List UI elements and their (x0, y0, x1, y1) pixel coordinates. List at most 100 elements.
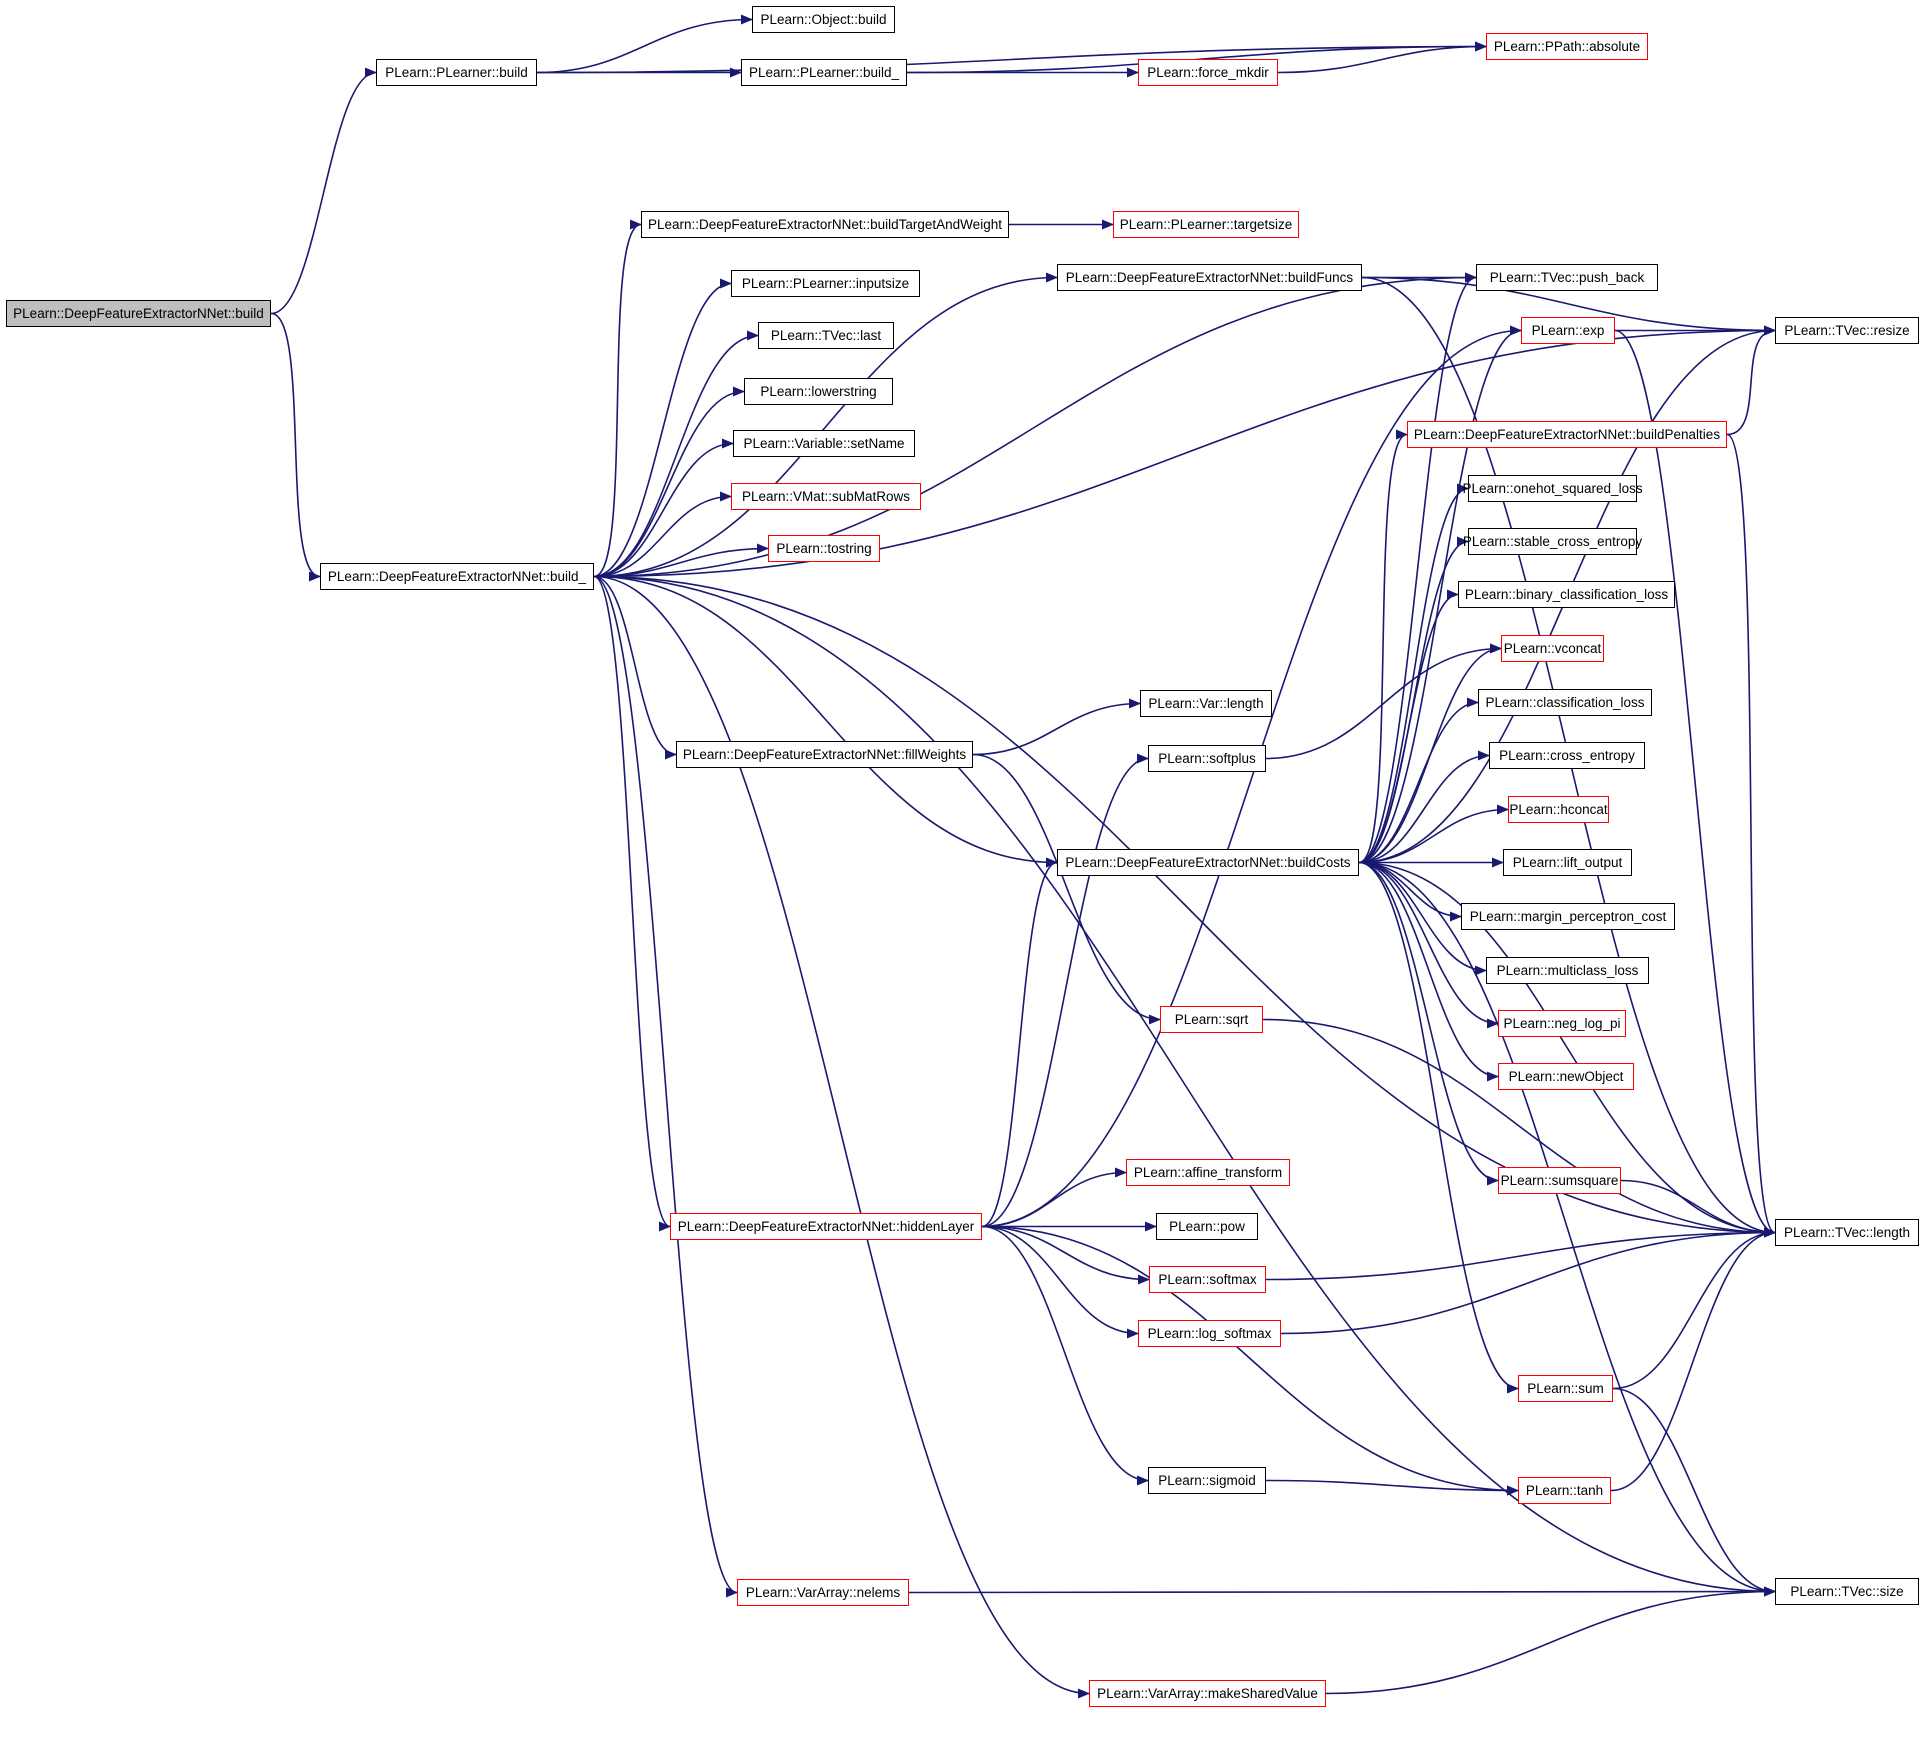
graph-node[interactable]: PLearn::DeepFeatureExtractorNNet::build (6, 300, 271, 327)
graph-edge (1614, 329, 1776, 1238)
graph-edge (1358, 861, 1776, 1238)
graph-edge (1358, 429, 1408, 864)
graph-edge (1726, 433, 1776, 1238)
graph-edge (1265, 643, 1502, 760)
graph-node[interactable]: PLearn::VarArray::nelems (737, 1579, 909, 1606)
graph-edge (1358, 483, 1469, 864)
graph-node[interactable]: PLearn::DeepFeatureExtractorNNet::buildP… (1407, 421, 1727, 448)
graph-node[interactable]: PLearn::sumsquare (1498, 1167, 1621, 1194)
graph-node[interactable]: PLearn::margin_perceptron_cost (1461, 903, 1675, 930)
graph-node[interactable]: PLearn::sigmoid (1148, 1467, 1266, 1494)
graph-edge (593, 272, 1058, 578)
graph-node[interactable]: PLearn::DeepFeatureExtractorNNet::fillWe… (676, 741, 973, 768)
graph-node[interactable]: PLearn::vconcat (1501, 635, 1604, 662)
graph-edge (1358, 861, 1519, 1394)
graph-edge (1358, 861, 1499, 1082)
graph-edge (593, 330, 759, 578)
graph-node[interactable]: PLearn::PLearner::targetsize (1113, 211, 1299, 238)
graph-node[interactable]: PLearn::multiclass_loss (1486, 957, 1649, 984)
graph-edge (1361, 276, 1776, 336)
graph-node[interactable]: PLearn::softplus (1148, 745, 1266, 772)
graph-node[interactable]: PLearn::TVec::length (1775, 1219, 1919, 1246)
graph-edge (1358, 861, 1499, 1186)
graph-edge (908, 1586, 1776, 1597)
graph-edge (1358, 589, 1459, 864)
graph-edge (981, 1225, 1149, 1486)
graph-edge (593, 543, 769, 578)
graph-edge (1265, 1479, 1519, 1496)
graph-node[interactable]: PLearn::affine_transform (1126, 1159, 1290, 1186)
graph-node[interactable]: PLearn::hconcat (1508, 796, 1609, 823)
graph-edge (981, 1225, 1150, 1285)
graph-edge (593, 278, 732, 578)
graph-edge (1726, 325, 1776, 436)
graph-edge (1358, 272, 1477, 864)
graph-node[interactable]: PLearn::lift_output (1503, 849, 1632, 876)
graph-node[interactable]: PLearn::VarArray::makeSharedValue (1089, 1680, 1326, 1707)
graph-edge (1612, 1387, 1776, 1597)
graph-edge (593, 575, 677, 760)
graph-edge (1358, 861, 1487, 976)
graph-node[interactable]: PLearn::DeepFeatureExtractorNNet::hidden… (670, 1213, 982, 1240)
graph-edge (1265, 1227, 1776, 1281)
graph-edge (1262, 1018, 1776, 1238)
graph-edge (593, 575, 1058, 868)
graph-node[interactable]: PLearn::VMat::subMatRows (731, 483, 921, 510)
graph-node[interactable]: PLearn::stable_cross_entropy (1463, 528, 1642, 555)
graph-node[interactable]: PLearn::PLearner::build (376, 59, 537, 86)
graph-edge (1358, 861, 1499, 1029)
graph-node[interactable]: PLearn::DeepFeatureExtractorNNet::build_ (320, 563, 594, 590)
graph-edge (1358, 861, 1776, 1597)
graph-edge (593, 438, 734, 578)
graph-edge (981, 325, 1522, 1228)
graph-node[interactable]: PLearn::DeepFeatureExtractorNNet::buildC… (1057, 849, 1359, 876)
graph-node[interactable]: PLearn::tanh (1518, 1477, 1611, 1504)
graph-node[interactable]: PLearn::neg_log_pi (1498, 1010, 1626, 1037)
graph-node[interactable]: PLearn::newObject (1498, 1063, 1634, 1090)
graph-edge (536, 14, 753, 74)
graph-node[interactable]: PLearn::PLearner::inputsize (731, 270, 920, 297)
graph-node[interactable]: PLearn::onehot_squared_loss (1462, 475, 1643, 502)
graph-edge (1612, 1227, 1776, 1390)
graph-node[interactable]: PLearn::sqrt (1160, 1006, 1263, 1033)
graph-edge (1325, 1586, 1776, 1695)
graph-node[interactable]: PLearn::softmax (1149, 1266, 1266, 1293)
graph-edge (536, 41, 1487, 74)
graph-edge (972, 698, 1141, 756)
graph-node[interactable]: PLearn::lowerstring (744, 378, 893, 405)
graph-edge (593, 219, 642, 578)
graph-edge (1358, 750, 1490, 864)
graph-edge (593, 575, 1776, 1597)
graph-node[interactable]: PLearn::Object::build (752, 6, 895, 33)
graph-node[interactable]: PLearn::pow (1156, 1213, 1258, 1240)
graph-node[interactable]: PLearn::PLearner::build_ (741, 59, 907, 86)
graph-node[interactable]: PLearn::DeepFeatureExtractorNNet::buildF… (1057, 264, 1362, 291)
graph-edge (981, 1225, 1139, 1339)
graph-node[interactable]: PLearn::TVec::resize (1775, 317, 1919, 344)
graph-node[interactable]: PLearn::TVec::last (758, 322, 894, 349)
graph-edge (1620, 1179, 1776, 1238)
graph-edge (593, 272, 1477, 578)
graph-edge (1280, 1227, 1776, 1335)
graph-edge (1358, 697, 1479, 864)
graph-node[interactable]: PLearn::binary_classification_loss (1458, 581, 1675, 608)
graph-node[interactable]: PLearn::TVec::size (1775, 1578, 1919, 1605)
graph-edge (1277, 41, 1487, 74)
graph-node[interactable]: PLearn::log_softmax (1138, 1320, 1281, 1347)
graph-node[interactable]: PLearn::sum (1518, 1375, 1613, 1402)
graph-node[interactable]: PLearn::force_mkdir (1138, 59, 1278, 86)
graph-node[interactable]: PLearn::Variable::setName (733, 430, 915, 457)
graph-node[interactable]: PLearn::PPath::absolute (1486, 33, 1648, 60)
graph-node[interactable]: PLearn::TVec::push_back (1476, 264, 1658, 291)
graph-edge (593, 386, 745, 578)
graph-node[interactable]: PLearn::cross_entropy (1489, 742, 1645, 769)
graph-node[interactable]: PLearn::DeepFeatureExtractorNNet::buildT… (641, 211, 1009, 238)
graph-node[interactable]: PLearn::Var::length (1140, 690, 1272, 717)
graph-edge (981, 857, 1058, 1228)
graph-node[interactable]: PLearn::exp (1521, 317, 1615, 344)
graph-edge (981, 1225, 1519, 1496)
graph-node[interactable]: PLearn::classification_loss (1478, 689, 1652, 716)
graph-edge (981, 753, 1149, 1228)
graph-node[interactable]: PLearn::tostring (768, 535, 880, 562)
